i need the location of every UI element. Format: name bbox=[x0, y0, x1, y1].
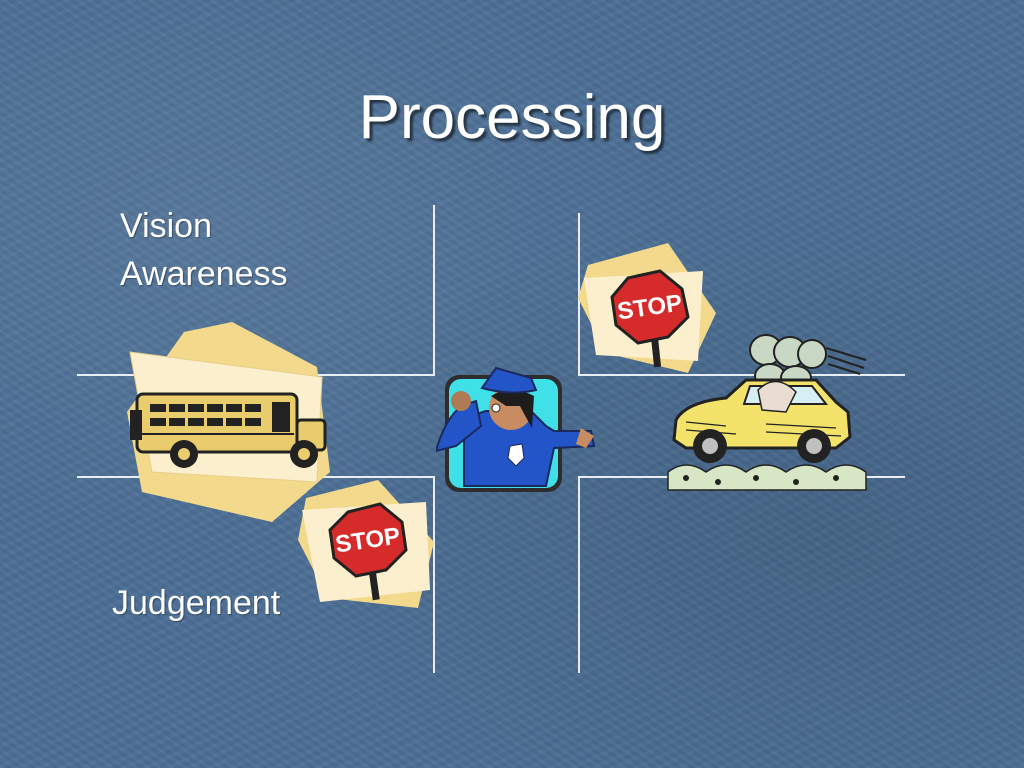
label-vision: Vision bbox=[120, 207, 212, 245]
road-line-upper-left-vertical bbox=[433, 205, 435, 376]
label-awareness: Awareness bbox=[120, 255, 288, 293]
police-officer-icon bbox=[436, 366, 596, 492]
road-line-lower-left-vertical bbox=[433, 476, 435, 673]
road-line-upper-right-horizontal bbox=[578, 374, 905, 376]
stop-sign-icon: STOP bbox=[298, 480, 434, 608]
road-line-upper-right-vertical bbox=[578, 213, 580, 376]
school-bus-icon bbox=[127, 322, 330, 522]
car-icon bbox=[667, 334, 867, 491]
slide-title: Processing bbox=[358, 83, 666, 152]
road-line-lower-right-vertical bbox=[578, 476, 580, 673]
label-judgement: Judgement bbox=[112, 584, 281, 622]
stop-sign-icon: STOP bbox=[578, 243, 716, 373]
